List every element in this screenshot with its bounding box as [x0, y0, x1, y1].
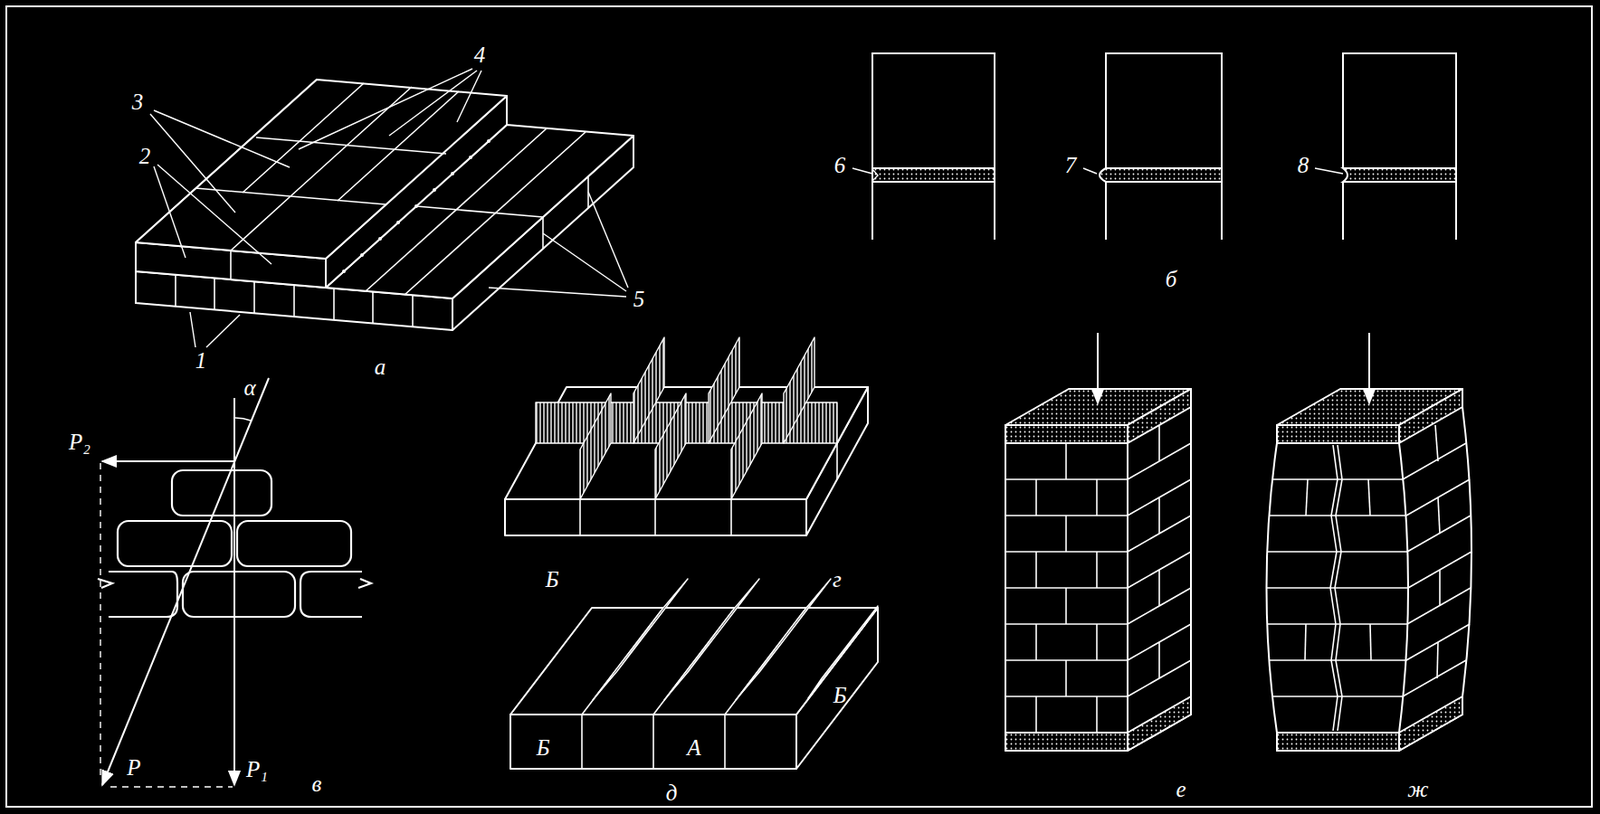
zone-letter: Б [536, 736, 551, 760]
figure-letter: ж [1407, 778, 1429, 801]
zone-letter: А [686, 736, 701, 760]
callout-number: 7 [1065, 153, 1077, 177]
callout-number: 4 [474, 43, 486, 67]
inclined-section-planes [510, 579, 878, 770]
force-label: P [126, 756, 141, 780]
figure-letter: д [666, 781, 678, 805]
force-label: P₂ [68, 430, 91, 454]
zone-letter: Б [833, 684, 848, 707]
masonry-fragment [135, 79, 634, 331]
angle-symbol: α [243, 376, 256, 400]
callout-number: 1 [195, 349, 208, 372]
callout-number: 8 [1297, 153, 1310, 177]
callout-number: 5 [633, 287, 646, 311]
force-label: P₁ [246, 758, 268, 781]
callout-number: 3 [132, 90, 144, 114]
callout-number: 2 [139, 144, 152, 168]
figure-letter: е [1175, 778, 1186, 801]
brick-pier [1005, 333, 1191, 752]
zone-letter: Б [545, 568, 560, 591]
figure-letter: б [1165, 267, 1178, 291]
callout-number: 6 [834, 153, 847, 177]
joint-profiles [872, 53, 1457, 240]
leader-lines [150, 68, 629, 348]
leader-lines [852, 168, 1343, 174]
cracked-pier [1266, 333, 1473, 752]
figure-letter: в [312, 772, 323, 796]
force-diagram [100, 378, 269, 788]
frame [6, 6, 1592, 808]
figure-letter: г [832, 568, 842, 591]
vertical-section-planes [504, 337, 868, 536]
figure-letter: а [374, 355, 387, 379]
